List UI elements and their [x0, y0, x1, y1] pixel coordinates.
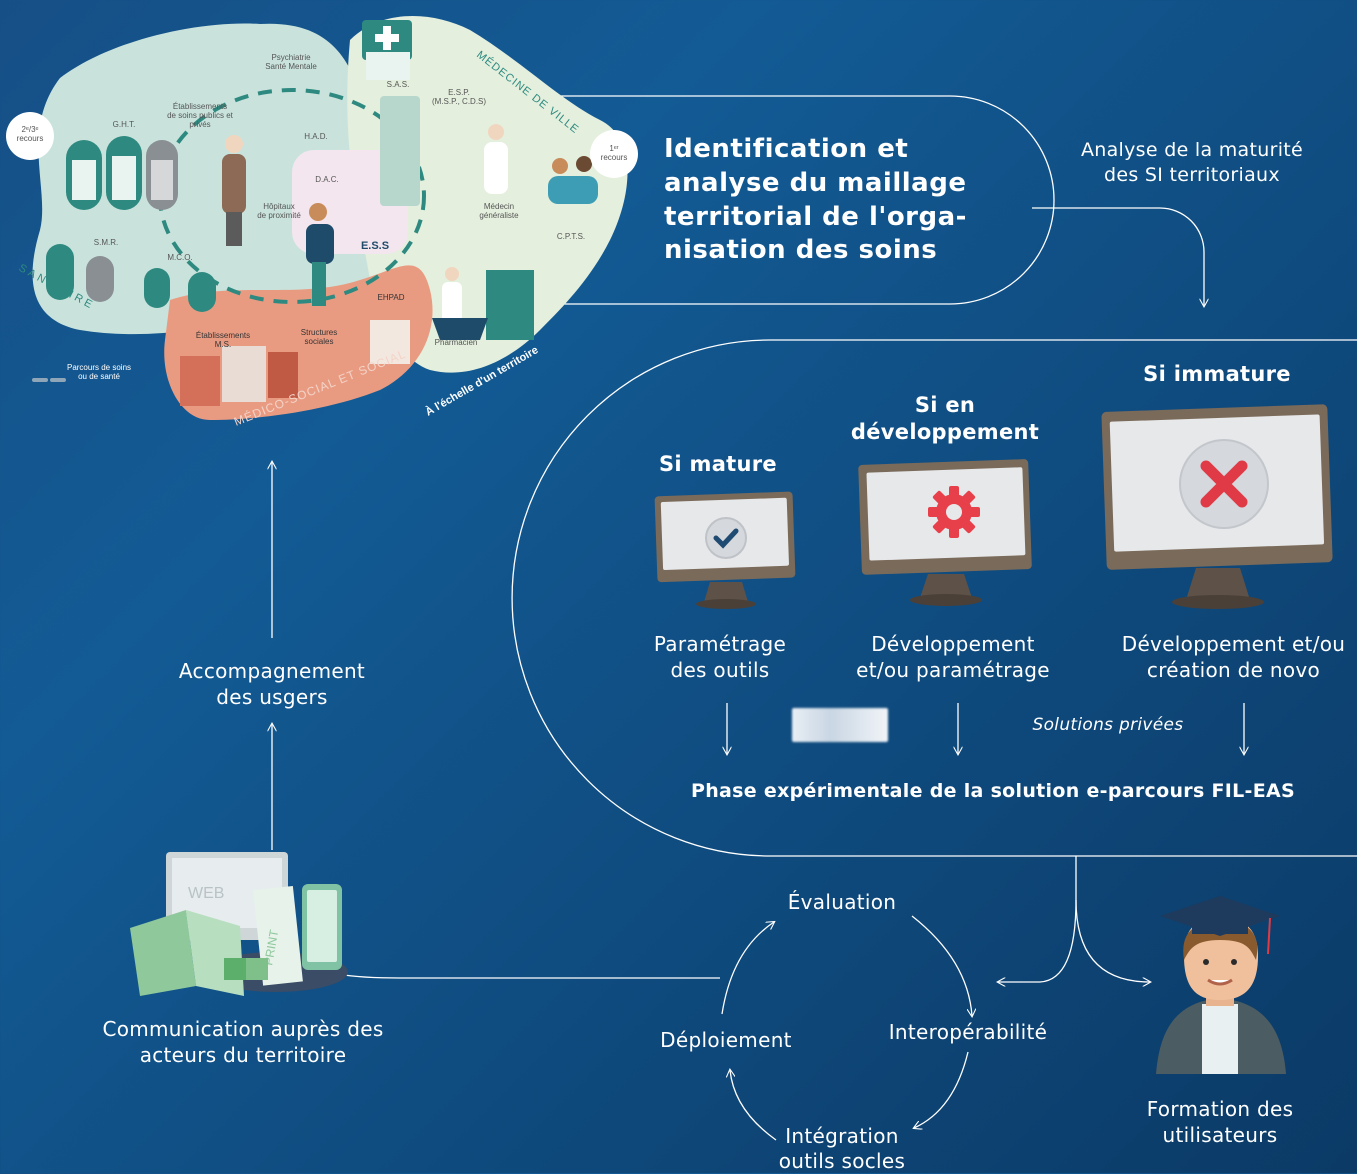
map-curved-labels: SANITAIRE MÉDECINE DE VILLE MÉDICO-SOCIA… [17, 48, 582, 429]
monitor-mature [654, 491, 796, 609]
instagram-icon [246, 958, 268, 980]
person-woman-icon [306, 203, 334, 306]
identification-outline [520, 95, 1055, 305]
accompagnement-label: Accompagnement des usgers [178, 659, 366, 709]
label-recours1: 1ᵉʳ recours [600, 144, 628, 163]
smr-mco-buildings-icon [46, 244, 216, 312]
branch-developpement-desc: Développement et/ou paramétrage [856, 632, 1050, 682]
label-echelle: À l'échelle d'un territoire [423, 343, 540, 418]
sas-cross-icon [362, 20, 412, 80]
cycle-evaluation: Évaluation [787, 890, 897, 914]
label-dac: D.A.C. [315, 175, 339, 184]
medico-buildings-icon [180, 346, 298, 406]
label-etablissements: Établissements de soins publics et privé… [167, 102, 233, 130]
ehpad-building-icon [370, 320, 410, 364]
label-recours23: 2ᵉ/3ᵉ recours [16, 125, 44, 144]
label-etab-ms: Établissements M.S. [195, 331, 251, 350]
cpts-team-icon [548, 156, 598, 204]
branch-immature-desc: Développement et/ou création de novo [1121, 632, 1346, 682]
communication-label: Communication auprès des acteurs du terr… [102, 1017, 384, 1067]
comm-print-text: PRINT [261, 928, 281, 967]
label-medecine-ville: MÉDECINE DE VILLE [474, 48, 582, 136]
solutions-privees-label: Solutions privées [1032, 715, 1184, 735]
analyse-label: Analyse de la maturité des SI territoria… [1080, 139, 1304, 186]
label-ehpad: EHPAD [377, 293, 405, 302]
monitor-immature [1101, 404, 1333, 609]
ght-buildings-icon [66, 136, 178, 210]
graduation-cap-icon [1160, 896, 1280, 936]
partner-logo-blurred [792, 708, 888, 742]
comm-web-text: WEB [188, 885, 224, 902]
maturity-region-outline [511, 339, 1357, 857]
label-smr: S.M.R. [93, 238, 119, 247]
graduate-illustration [1156, 896, 1286, 1074]
label-mco: M.C.O. [167, 253, 193, 262]
monitor-developpement [858, 459, 1032, 606]
gear-icon [928, 486, 980, 538]
person-doctor-icon [484, 124, 508, 194]
cycle-integration: Intégration outils socles [778, 1124, 906, 1173]
label-esp: E.S.P. (M.S.P., C.D.S) [431, 88, 487, 107]
branch-immature-heading: Si immature [1143, 362, 1291, 386]
branch-mature-desc: Paramétrage des outils [653, 632, 787, 682]
label-medico-social: MÉDICO-SOCIAL ET SOCIAL [232, 346, 409, 429]
person-old-man-icon [222, 135, 246, 246]
label-ght: G.H.T. [112, 120, 136, 129]
branch-developpement-heading: Si en développement [850, 393, 1040, 445]
label-hopitaux: Hôpitaux de proximité [257, 202, 301, 221]
branch-mature-heading: Si mature [659, 452, 777, 476]
label-ess: E.S.S [360, 240, 390, 252]
cycle-deploiement: Déploiement [660, 1028, 792, 1052]
label-had: H.A.D. [304, 132, 328, 141]
label-cpts: C.P.T.S. [556, 232, 586, 241]
pharmacist-icon [432, 267, 488, 340]
hospital-tower-icon [380, 96, 420, 206]
linkedin-icon [224, 958, 246, 980]
communication-illustration: WEB PRINT [130, 852, 348, 996]
cross-icon [1179, 439, 1269, 529]
formation-label: Formation des utilisateurs [1146, 1097, 1294, 1147]
label-psychiatrie: Psychiatrie Santé Mentale [265, 53, 317, 72]
label-pharmacien: Pharmacien [434, 338, 478, 347]
label-structures: Structures sociales [300, 328, 338, 347]
identification-title: Identification et analyse du maillage te… [664, 134, 967, 266]
pharmacy-house-icon [486, 270, 534, 340]
check-icon [705, 517, 747, 559]
cycle-interoperabilite: Interopérabilité [888, 1020, 1048, 1044]
label-sanitaire: SANITAIRE [17, 262, 97, 312]
label-sas: S.A.S. [386, 80, 410, 89]
label-medecin: Médecin généraliste [479, 202, 519, 221]
phase-experimentale-label: Phase expérimentale de la solution e-par… [691, 780, 1295, 802]
label-parcours: Parcours de soins ou de santé [66, 363, 132, 382]
territory-map [6, 16, 638, 420]
